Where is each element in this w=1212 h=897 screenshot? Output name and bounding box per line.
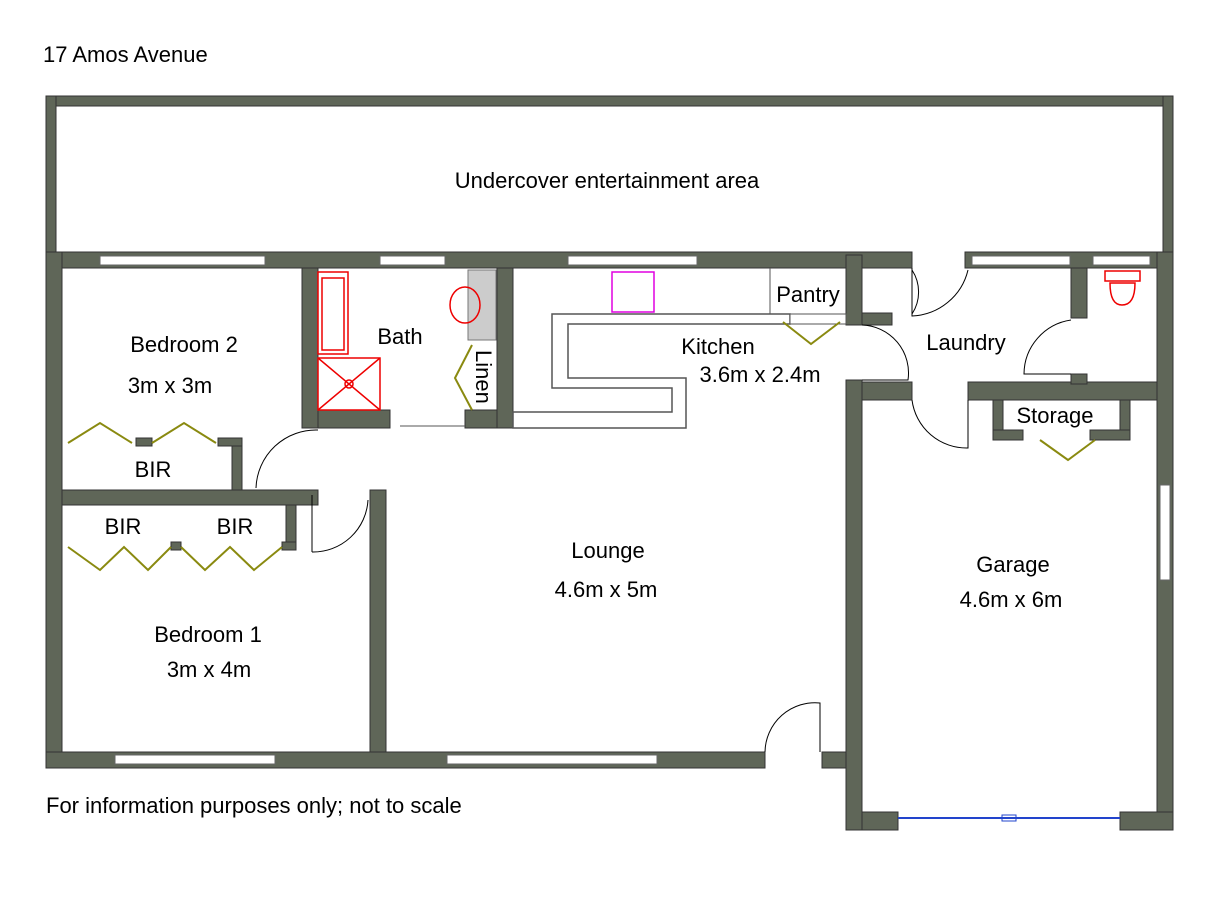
windows <box>99 255 1171 765</box>
room-label-garage: Garage <box>976 552 1050 577</box>
room-size-kitchen: 3.6m x 2.4m <box>699 362 821 387</box>
room-label-laundry: Laundry <box>926 330 1006 355</box>
bath-fixtures <box>317 269 1141 411</box>
room-size-bedroom2: 3m x 3m <box>127 373 213 398</box>
room-label-kitchen: Kitchen <box>681 334 755 359</box>
interior-walls <box>61 254 1158 753</box>
disclaimer: For information purposes only; not to sc… <box>46 793 462 818</box>
doors <box>255 268 1072 753</box>
room-size-bedroom1: 3m x 4m <box>166 657 252 682</box>
plan-title: 17 Amos Avenue <box>43 42 208 67</box>
room-label-bir-left: BIR <box>104 514 142 539</box>
room-label-bath: Bath <box>377 324 423 349</box>
room-label-lounge: Lounge <box>571 538 645 563</box>
robe-doors <box>67 321 1096 572</box>
room-label-entertainment: Undercover entertainment area <box>454 168 760 193</box>
room-size-garage: 4.6m x 6m <box>959 587 1063 612</box>
room-label-bedroom2: Bedroom 2 <box>130 332 238 357</box>
room-label-storage: Storage <box>1016 403 1094 428</box>
room-label-bir-top: BIR <box>134 457 172 482</box>
room-size-lounge: 4.6m x 5m <box>554 577 658 602</box>
room-label-bir-right: BIR <box>216 514 254 539</box>
room-label-bedroom1: Bedroom 1 <box>154 622 262 647</box>
room-label-linen: Linen <box>471 350 496 404</box>
kitchen-sink <box>611 271 655 313</box>
room-label-pantry: Pantry <box>776 282 840 307</box>
